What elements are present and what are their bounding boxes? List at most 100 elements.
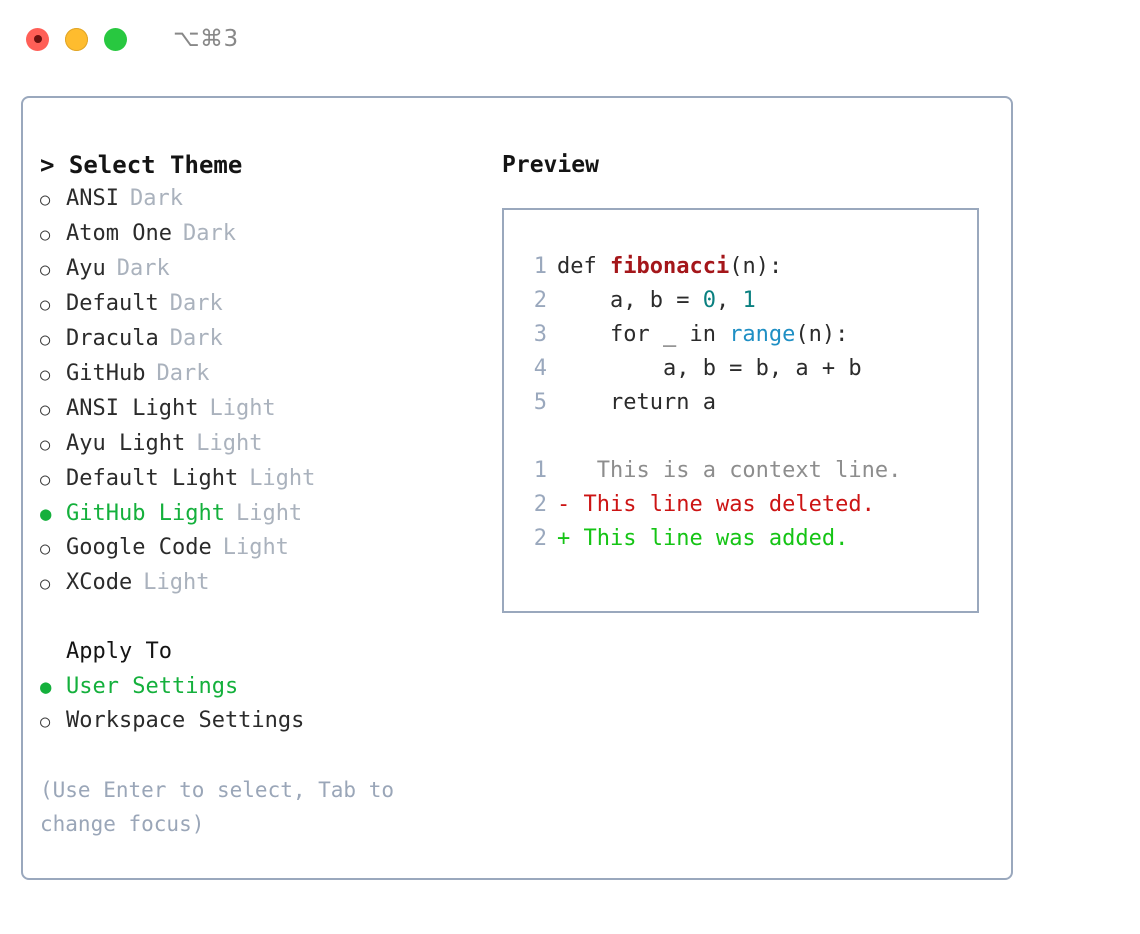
radio-unselected-icon: ○ bbox=[40, 330, 51, 350]
theme-variant: Light bbox=[249, 466, 316, 491]
diff-content: - This line was deleted. bbox=[557, 492, 875, 517]
preview-header: Preview bbox=[502, 152, 599, 178]
theme-option-default[interactable]: ○ Default Dark bbox=[40, 287, 470, 322]
close-icon bbox=[33, 35, 42, 43]
radio-unselected-icon: ○ bbox=[40, 539, 51, 559]
theme-name: Default Light bbox=[66, 466, 239, 491]
radio-unselected-icon: ○ bbox=[40, 365, 51, 385]
line-number: 5 bbox=[533, 390, 547, 415]
theme-variant: Dark bbox=[169, 326, 223, 351]
preview-panel: 1 def fibonacci(n): 2 a, b = 0, 1 3 for … bbox=[502, 208, 979, 613]
spacer: ○ bbox=[40, 636, 66, 670]
radio-unselected-icon: ○ bbox=[40, 225, 51, 245]
line-number: 4 bbox=[533, 356, 547, 381]
diff-line-context: 1 This is a context line. bbox=[513, 454, 977, 488]
diff-content: This is a context line. bbox=[570, 458, 902, 483]
line-number: 3 bbox=[533, 322, 547, 347]
theme-variant: Light bbox=[209, 396, 276, 421]
traffic-lights bbox=[26, 27, 127, 51]
theme-picker-column: > Select Theme ○ ANSI Dark ○ Atom One Da… bbox=[40, 148, 470, 841]
preview-spacer bbox=[513, 420, 977, 454]
apply-to-label: User Settings bbox=[66, 674, 239, 699]
theme-option-ayu[interactable]: ○ Ayu Dark bbox=[40, 252, 470, 287]
diff-marker-minus: - bbox=[557, 492, 571, 517]
window-titlebar: ⌥⌘3 bbox=[0, 0, 1140, 78]
apply-to-header: ○ Apply To bbox=[40, 635, 470, 670]
radio-unselected-icon: ○ bbox=[40, 400, 51, 420]
radio-unselected-icon: ○ bbox=[40, 295, 51, 315]
radio-unselected-icon: ○ bbox=[40, 712, 51, 732]
theme-option-google-code[interactable]: ○ Google Code Light bbox=[40, 531, 470, 566]
theme-name: ANSI Light bbox=[66, 396, 199, 421]
preview-column: Preview 1 def fibonacci(n): 2 a, b = 0, … bbox=[502, 148, 992, 613]
radio-unselected-icon: ○ bbox=[40, 574, 51, 594]
keyboard-shortcut-label: ⌥⌘3 bbox=[173, 26, 239, 52]
apply-to-option-workspace-settings[interactable]: ○ Workspace Settings bbox=[40, 704, 470, 739]
diff-line-added: 2 + This line was added. bbox=[513, 522, 977, 556]
theme-variant: Light bbox=[235, 501, 303, 526]
theme-variant: Dark bbox=[169, 291, 223, 316]
theme-name: XCode bbox=[66, 570, 133, 595]
theme-name: Ayu Light bbox=[66, 431, 186, 456]
code-content: a, b = 0, 1 bbox=[557, 288, 756, 313]
line-number: 1 bbox=[533, 254, 547, 279]
line-number: 2 bbox=[533, 288, 547, 313]
maximize-window-button[interactable] bbox=[104, 27, 127, 51]
theme-option-atom-one[interactable]: ○ Atom One Dark bbox=[40, 217, 470, 252]
theme-name: ANSI bbox=[66, 186, 119, 211]
code-content: return a bbox=[557, 390, 716, 415]
theme-option-ansi[interactable]: ○ ANSI Dark bbox=[40, 182, 470, 217]
code-line: 1 def fibonacci(n): bbox=[513, 250, 977, 284]
code-content: a, b = b, a + b bbox=[557, 356, 862, 381]
theme-name: Default bbox=[66, 291, 159, 316]
radio-unselected-icon: ○ bbox=[40, 260, 51, 280]
theme-name: Ayu bbox=[66, 256, 106, 281]
apply-to-section: ○ Apply To ● User Settings ○ Workspace S… bbox=[40, 635, 470, 739]
apply-to-header-label: Apply To bbox=[66, 639, 172, 664]
theme-variant: Dark bbox=[156, 361, 210, 386]
theme-option-xcode[interactable]: ○ XCode Light bbox=[40, 566, 470, 601]
panel-columns: > Select Theme ○ ANSI Dark ○ Atom One Da… bbox=[23, 98, 1011, 878]
theme-option-ansi-light[interactable]: ○ ANSI Light Light bbox=[40, 392, 470, 427]
theme-variant: Light bbox=[143, 570, 210, 595]
theme-option-dracula[interactable]: ○ Dracula Dark bbox=[40, 322, 470, 357]
keyboard-hint-text: (Use Enter to select, Tab to change focu… bbox=[40, 778, 395, 836]
apply-to-option-user-settings[interactable]: ● User Settings bbox=[40, 670, 470, 704]
theme-name: GitHub Light bbox=[66, 501, 225, 526]
theme-option-github-light[interactable]: ● GitHub Light Light bbox=[40, 497, 470, 531]
radio-unselected-icon: ○ bbox=[40, 190, 51, 210]
theme-name: Google Code bbox=[66, 535, 212, 560]
radio-selected-icon: ● bbox=[40, 676, 52, 698]
code-content: for _ in range(n): bbox=[557, 322, 849, 347]
theme-variant: Dark bbox=[182, 221, 236, 246]
line-number: 1 bbox=[533, 458, 547, 483]
line-number: 2 bbox=[533, 526, 547, 551]
theme-name: GitHub bbox=[66, 361, 146, 386]
code-line: 5 return a bbox=[513, 386, 977, 420]
main-panel: > Select Theme ○ ANSI Dark ○ Atom One Da… bbox=[21, 96, 1013, 880]
minimize-window-button[interactable] bbox=[65, 27, 88, 51]
apply-to-label: Workspace Settings bbox=[66, 708, 305, 733]
theme-option-default-light[interactable]: ○ Default Light Light bbox=[40, 462, 470, 497]
theme-option-ayu-light[interactable]: ○ Ayu Light Light bbox=[40, 427, 470, 462]
function-name-token: fibonacci bbox=[609, 254, 730, 279]
code-content: def fibonacci(n): bbox=[557, 254, 783, 279]
code-line: 4 a, b = b, a + b bbox=[513, 352, 977, 386]
select-theme-header: > Select Theme bbox=[40, 151, 243, 179]
diff-line-deleted: 2 - This line was deleted. bbox=[513, 488, 977, 522]
number-token: 0 bbox=[702, 288, 716, 313]
theme-variant: Light bbox=[222, 535, 289, 560]
theme-name: Dracula bbox=[66, 326, 159, 351]
code-line: 3 for _ in range(n): bbox=[513, 318, 977, 352]
radio-unselected-icon: ○ bbox=[40, 435, 51, 455]
theme-option-github[interactable]: ○ GitHub Dark bbox=[40, 357, 470, 392]
diff-marker-plus: + bbox=[557, 526, 571, 551]
line-number: 2 bbox=[533, 492, 547, 517]
diff-content: + This line was added. bbox=[557, 526, 849, 551]
theme-variant: Light bbox=[196, 431, 263, 456]
builtin-token: range bbox=[729, 322, 796, 347]
number-token: 1 bbox=[742, 288, 756, 313]
code-line: 2 a, b = 0, 1 bbox=[513, 284, 977, 318]
close-window-button[interactable] bbox=[26, 27, 49, 51]
theme-name: Atom One bbox=[66, 221, 172, 246]
